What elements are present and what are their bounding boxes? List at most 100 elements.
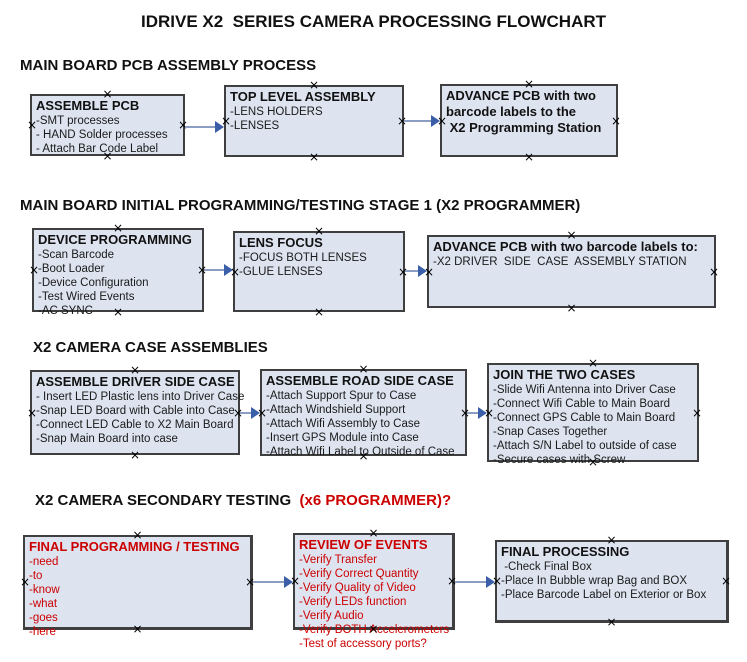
section-heading-text: MAIN BOARD INITIAL PROGRAMMING/TESTING S… (20, 197, 581, 214)
box-item: -Attach Wifi Label to Outside of Case (266, 446, 455, 458)
box-title: ASSEMBLE DRIVER SIDE CASE (36, 374, 235, 389)
box-item: -Scan Barcode (38, 249, 115, 261)
arrow-line (185, 126, 217, 128)
box-join-the-two-cases[interactable]: JOIN THE TWO CASES -Slide Wifi Antenna in… (484, 357, 702, 468)
box-item: -Insert GPS Module into Case (266, 432, 419, 444)
box-device-programming[interactable]: DEVICE PROGRAMMING -Scan Barcode -Boot Loa… (29, 222, 207, 318)
box-assemble-pcb[interactable]: ASSEMBLE PCB-SMT processes- HAND Solder … (27, 88, 188, 162)
box-item: -Attach S/N Label to outside of case (493, 440, 677, 452)
box-final-programming-testing[interactable]: FINAL PROGRAMMING / TESTING-need-to-know… (20, 529, 255, 638)
box-item: -LENSES (230, 120, 280, 132)
arrow-assemble-to-toplevel (185, 120, 224, 134)
box-item: -Connect LED Cable to X2 Main Board (36, 419, 234, 431)
box-item: barcode labels to the (446, 104, 577, 119)
page-title: IDRIVE X2 SERIES CAMERA PROCESSING FLOWC… (140, 12, 607, 31)
section-heading-text: MAIN BOARD PCB ASSEMBLY PROCESS (20, 57, 317, 74)
box-item: -Attach Support Spur to Case (266, 390, 417, 402)
section-heading-text: X2 CAMERA SECONDARY TESTING (35, 492, 300, 509)
box-item: -goes (29, 612, 58, 624)
arrow-line (404, 120, 433, 122)
box-item: -Snap LED Board with Cable into Case (36, 405, 235, 417)
anchor-handle-icon: × (606, 615, 617, 629)
box-review-of-events[interactable]: REVIEW OF EVENTS -Verify Transfer -Verify … (290, 527, 457, 650)
box-item: -here (29, 626, 56, 638)
section-heading-pcb-assembly: MAIN BOARD PCB ASSEMBLY PROCESS (20, 57, 316, 74)
box-item: -Verify BOTH Accelerometers (299, 624, 450, 636)
box-item: - Insert LED Plastic lens into Driver Ca… (36, 391, 245, 403)
arrow-lensfocus-to-advance (405, 264, 427, 278)
arrow-head-icon (224, 264, 233, 276)
box-item: -Verify Correct Quantity (299, 568, 419, 580)
box-item: -Verify Audio (299, 610, 364, 622)
box-title: TOP LEVEL ASSEMBLY (230, 89, 376, 104)
box-title: LENS FOCUS (239, 235, 323, 250)
box-item: -what (29, 598, 58, 610)
box-title: REVIEW OF EVENTS (299, 537, 428, 552)
box-item: -Place Barcode Label on Exterior or Box (501, 589, 707, 601)
arrow-head-icon (486, 576, 495, 588)
arrow-deviceprog-to-lensfocus (204, 263, 233, 277)
box-final-processing[interactable]: FINAL PROCESSING -Check Final Box -Place … (492, 534, 731, 628)
box-item: -Boot Loader (38, 263, 105, 275)
arrow-head-icon (284, 576, 293, 588)
section-heading-initial-programming: MAIN BOARD INITIAL PROGRAMMING/TESTING S… (20, 197, 580, 214)
box-lens-focus[interactable]: LENS FOCUS-FOCUS BOTH LENSES-GLUE LENSES… (230, 225, 408, 318)
section-heading-case-assemblies: X2 CAMERA CASE ASSEMBLIES (33, 339, 268, 356)
arrow-head-icon (215, 121, 224, 133)
arrow-finalprog-to-review (253, 575, 293, 589)
anchor-handle-icon: × (566, 301, 577, 315)
box-item: -X2 DRIVER SIDE CASE ASSEMBLY STATION (433, 256, 687, 268)
arrow-line (405, 270, 420, 272)
box-title: JOIN THE TWO CASES (493, 367, 636, 382)
arrow-line (467, 412, 480, 414)
arrow-head-icon (418, 265, 427, 277)
box-title: FINAL PROCESSING (501, 544, 630, 559)
box-item: -SMT processes (36, 115, 120, 127)
box-item: -Secure cases with Screw (493, 454, 626, 466)
box-item: -Snap Main Board into case (36, 433, 178, 445)
box-item: -Verify Quality of Video (299, 582, 416, 594)
box-item: -AC SYNC (38, 305, 93, 317)
box-item: -Attach Wifi Assembly to Case (266, 418, 421, 430)
box-item: -Slide Wifi Antenna into Driver Case (493, 384, 676, 396)
box-item: -Device Configuration (38, 277, 149, 289)
box-item: -Test of accessory ports? (299, 638, 427, 650)
box-assemble-road-side-case[interactable]: ASSEMBLE ROAD SIDE CASE -Attach Support S… (257, 363, 470, 462)
section-heading-text: X2 CAMERA CASE ASSEMBLIES (33, 339, 268, 356)
box-item: -Verify Transfer (299, 554, 377, 566)
box-item: -Connect GPS Cable to Main Board (493, 412, 676, 424)
section-heading-secondary-testing: X2 CAMERA SECONDARY TESTING (x6 PROGRAMM… (35, 492, 451, 509)
anchor-handle-icon: × (308, 150, 320, 164)
arrow-line (253, 581, 286, 583)
box-title: ASSEMBLE ROAD SIDE CASE (266, 373, 454, 388)
section-heading-red-text: (x6 PROGRAMMER)? (299, 492, 452, 509)
box-item: -need (29, 556, 59, 568)
anchor-handle-icon: × (313, 305, 325, 319)
box-item: X2 Programming Station (446, 120, 602, 135)
box-item: -GLUE LENSES (239, 266, 323, 278)
box-item: -Place In Bubble wrap Bag and BOX (501, 575, 688, 587)
arrow-review-to-finalproc (455, 575, 495, 589)
anchor-handle-icon: × (523, 150, 535, 164)
arrow-road-to-join (467, 406, 487, 420)
box-item: - HAND Solder processes (36, 129, 168, 141)
arrow-head-icon (478, 407, 487, 419)
arrow-head-icon (431, 115, 440, 127)
box-item: -Connect Wifi Cable to Main Board (493, 398, 671, 410)
box-item: -Snap Cases Together (493, 426, 608, 438)
box-item: -Attach Windshield Support (266, 404, 406, 416)
box-top-level-assembly[interactable]: TOP LEVEL ASSEMBLY-LENS HOLDERS-LENSES××… (221, 79, 407, 163)
box-item: -Check Final Box (501, 561, 592, 573)
box-item: ADVANCE PCB with two (446, 88, 596, 103)
box-item: -know (29, 584, 60, 596)
arrow-toplevel-to-advance (404, 114, 440, 128)
box-advance-pcb-driver-side[interactable]: ADVANCE PCB with two barcode labels to: -… (424, 229, 719, 314)
box-item: -Test Wired Events (38, 291, 135, 303)
box-item: - Attach Bar Code Label (36, 143, 159, 155)
box-title: ADVANCE PCB with two barcode labels to: (433, 239, 698, 254)
arrow-line (204, 269, 226, 271)
box-title: DEVICE PROGRAMMING (38, 232, 192, 247)
box-assemble-driver-side-case[interactable]: ASSEMBLE DRIVER SIDE CASE - Insert LED Pl… (27, 364, 245, 461)
box-item: -LENS HOLDERS (230, 106, 323, 118)
